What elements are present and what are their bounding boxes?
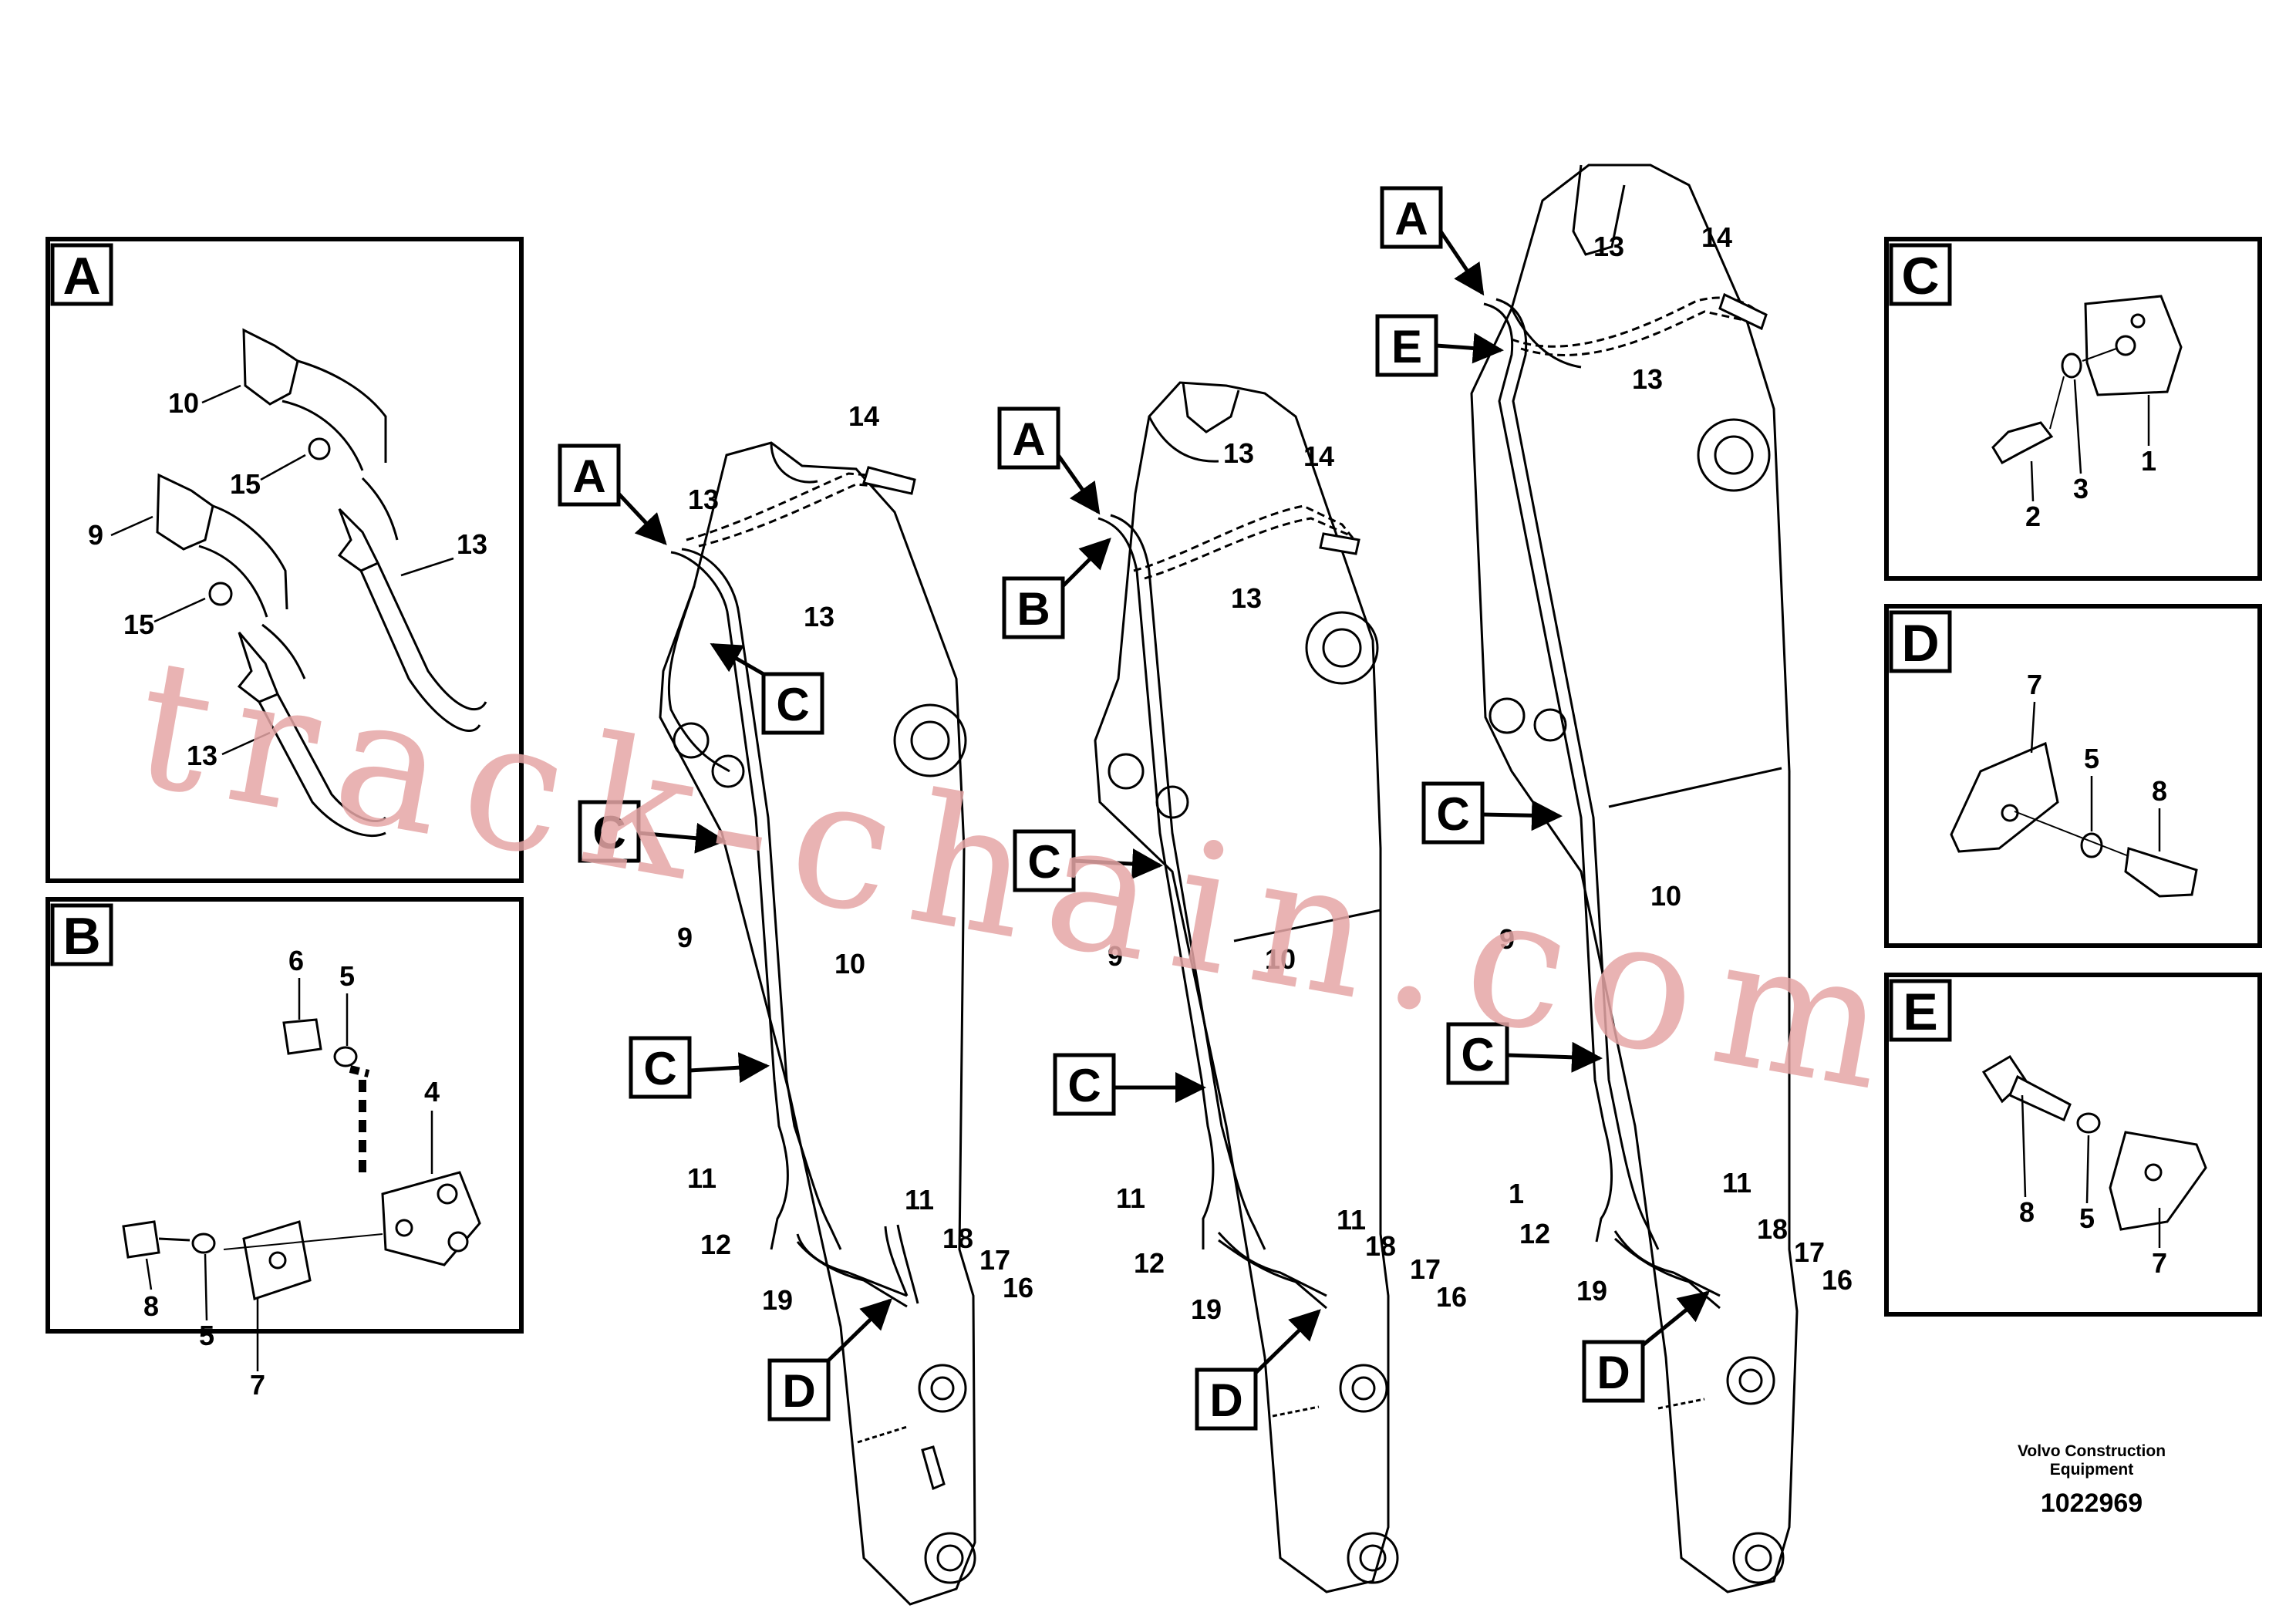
part-label: 18 [942,1222,973,1254]
part-label: 13 [804,601,834,632]
part-label: 2 [2025,501,2041,532]
callout-c: C [1067,1060,1101,1111]
part-label: 14 [848,400,879,432]
part-label: 10 [1650,880,1681,912]
callout-c: C [1436,788,1469,840]
part-label: 8 [2019,1196,2035,1228]
part-label: 13 [1632,363,1663,395]
boom-1-callouts: A C C C D 14 13 13 9 10 11 11 12 18 17 1… [558,400,1033,1421]
callout-d: D [782,1365,815,1417]
part-label: 16 [1003,1272,1033,1303]
part-label: 1 [1509,1178,1524,1209]
part-label: 10 [168,387,199,419]
part-label: 19 [1191,1293,1222,1325]
part-label: 15 [123,609,154,640]
detail-panel-c: C 2 3 1 [1884,237,2262,581]
credit-line-1: Volvo Construction [2018,1442,2166,1460]
part-label: 4 [424,1076,440,1108]
part-label: 7 [2027,669,2042,700]
part-label: 11 [1337,1204,1366,1236]
part-label: 13 [1231,582,1262,614]
callout-c: C [1027,836,1060,888]
part-label: 9 [1499,923,1515,955]
part-label: 14 [1303,440,1334,472]
callout-a: A [572,450,605,502]
callout-a: A [1394,193,1428,244]
boom-2-callouts: A B C C D 13 14 13 9 10 11 11 12 18 17 1… [997,406,1467,1431]
part-label: 12 [1519,1218,1550,1249]
callout-d: D [1209,1374,1242,1426]
part-label: 17 [1410,1253,1441,1285]
callout-b: B [1017,583,1050,635]
part-label: 13 [1223,437,1254,469]
clamp-drawing [1950,741,2198,898]
part-label: 10 [1265,943,1296,975]
part-label: 5 [339,960,355,992]
part-label: 17 [979,1244,1010,1276]
callout-a: A [1012,413,1045,465]
document-number: 1022969 [2041,1489,2143,1518]
part-label: 19 [1576,1275,1607,1307]
part-label: 5 [2079,1202,2095,1234]
part-label: 1 [2141,445,2156,477]
part-label: 10 [834,948,865,980]
part-label: 9 [1108,940,1123,972]
detail-panel-b: B 6 5 4 8 5 7 [46,897,524,1401]
part-label: 14 [1701,221,1732,253]
part-label: 7 [2152,1247,2167,1279]
boom-3-callouts: A E C C D 13 14 13 9 10 1 11 12 18 17 16… [1375,186,1853,1403]
callout-d: D [1596,1347,1630,1398]
clamp-drawing [1981,1054,2207,1231]
part-label: 11 [1116,1182,1145,1214]
part-label: 8 [2152,775,2167,807]
callout-e: E [1391,321,1422,373]
part-label: 3 [2073,473,2089,504]
part-label: 12 [700,1229,731,1260]
panel-c-letter: C [1901,247,1939,305]
part-label: 12 [1134,1247,1165,1279]
part-label: 18 [1365,1230,1396,1262]
part-label: 5 [199,1320,214,1351]
panel-e-letter: E [1903,983,1937,1041]
part-label: 16 [1436,1281,1467,1313]
part-label: 6 [288,945,304,976]
part-label: 16 [1822,1264,1853,1296]
callout-c: C [643,1043,676,1094]
part-label: 13 [187,740,217,771]
callout-c: C [592,807,625,858]
part-label: 18 [1757,1213,1788,1245]
part-label: 15 [230,468,261,500]
panel-b-letter: B [62,907,100,966]
boom-assembly-1 [659,441,976,1606]
part-label: 8 [143,1290,159,1322]
part-label: 9 [677,922,693,953]
part-label: 9 [88,519,103,551]
hose-fitting-drawing [156,328,487,838]
panel-d-letter: D [1901,614,1939,673]
detail-panel-e: E 8 5 7 [1884,973,2262,1317]
boom-assembly-3 [1470,164,1799,1593]
part-label: 19 [762,1284,793,1316]
part-label: 13 [457,528,487,560]
detail-panel-d: D 7 5 8 [1884,604,2262,948]
part-label: 11 [905,1184,934,1216]
credit-line-2: Equipment [2050,1461,2134,1479]
callout-c: C [776,679,809,730]
panel-a-letter: A [62,247,100,305]
part-label: 11 [687,1162,716,1194]
credit-block: Volvo Construction Equipment 1022969 [2018,1442,2166,1518]
part-label: 13 [1593,231,1624,262]
clamp-drawing [1991,295,2183,465]
part-label: 11 [1722,1167,1752,1199]
boom-assembly-2 [1094,381,1399,1593]
part-label: 17 [1794,1236,1825,1268]
clamp-drawing [122,1018,481,1300]
part-label: 7 [250,1369,265,1401]
detail-panel-a: A 10 15 9 15 13 13 [46,237,524,883]
callout-c: C [1461,1029,1494,1081]
part-label: 5 [2084,743,2099,774]
part-label: 13 [688,484,719,515]
